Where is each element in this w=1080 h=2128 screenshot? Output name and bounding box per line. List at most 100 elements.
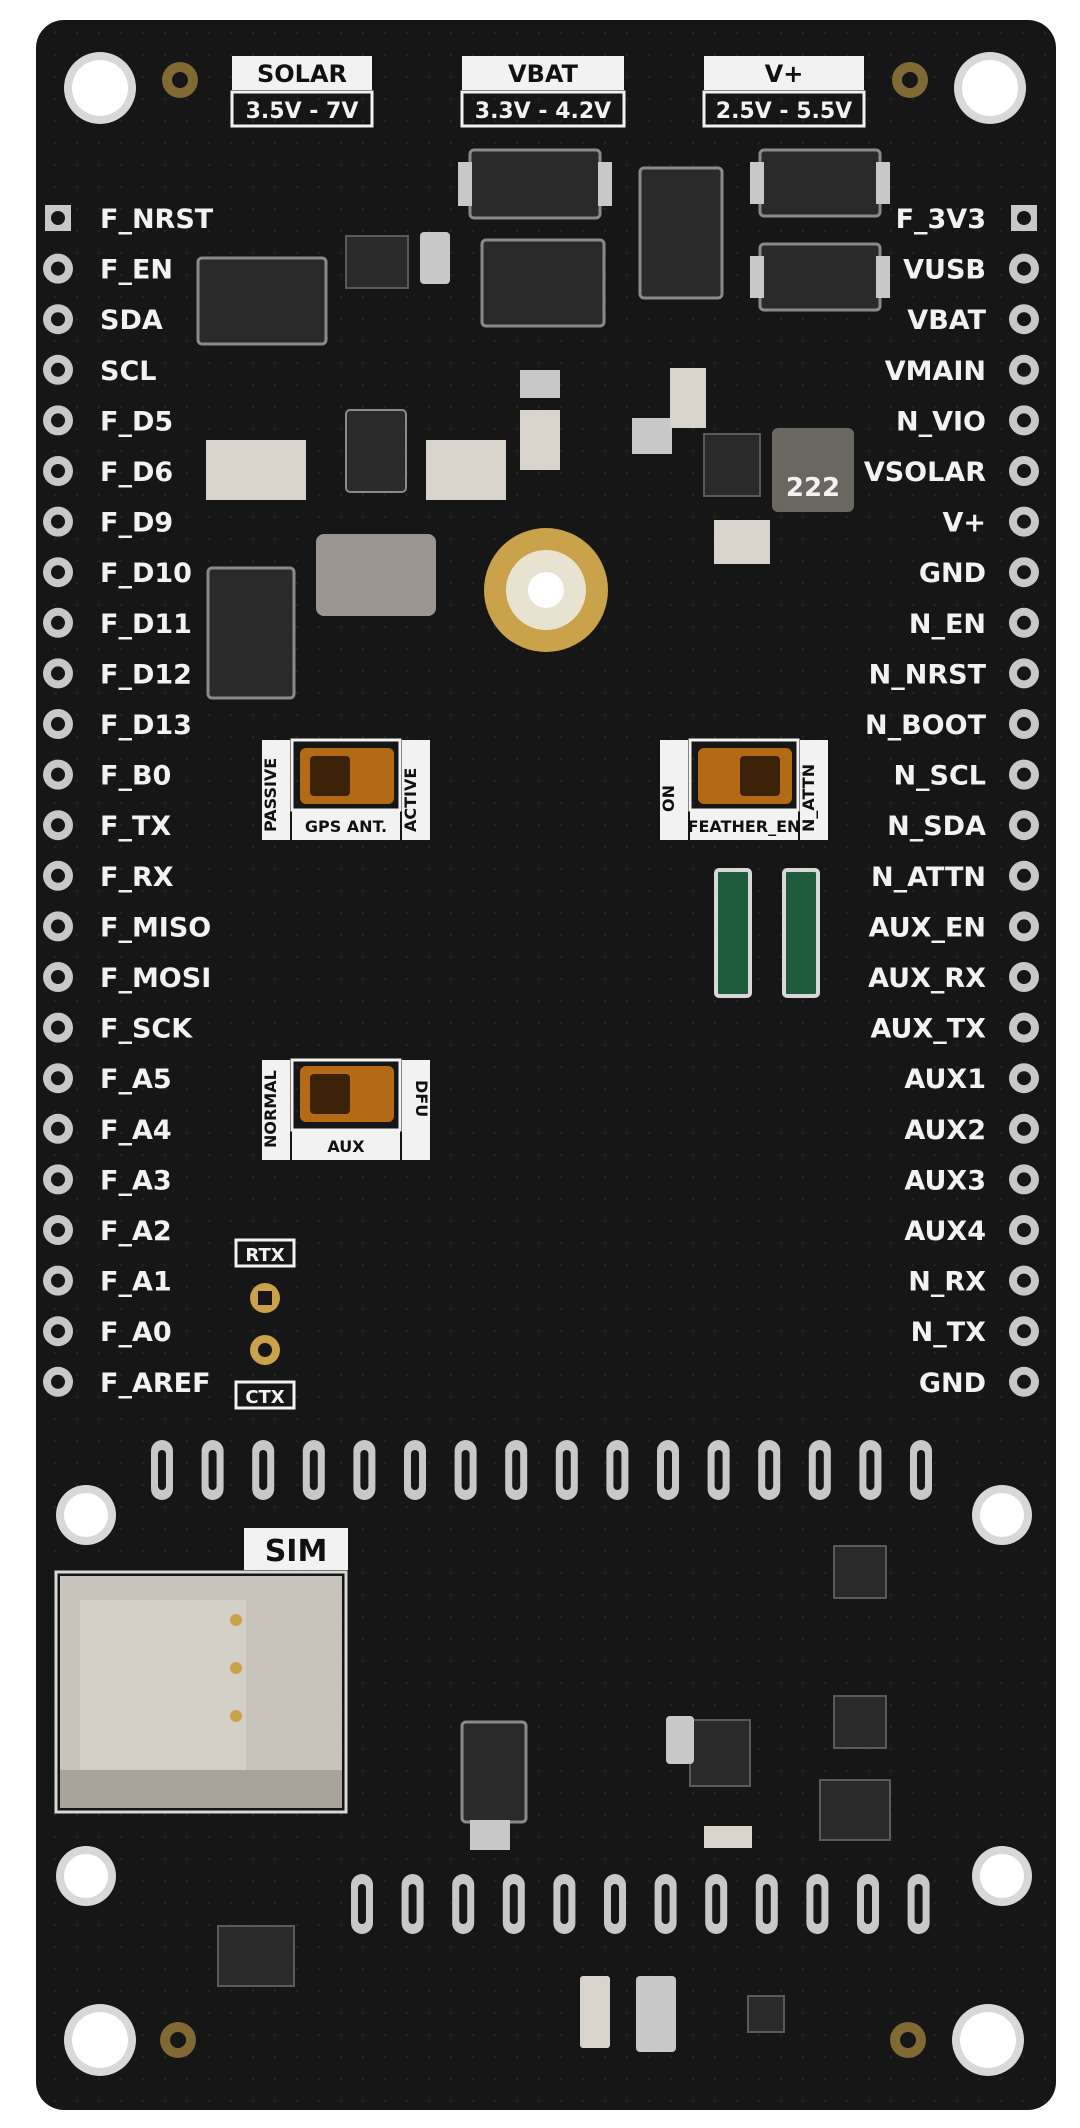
header-pin-left[interactable]: F_MOSI (43, 962, 211, 994)
left-pin-label: F_D6 (100, 457, 173, 488)
header-pin-left[interactable]: F_MISO (43, 911, 211, 943)
header-pin-right[interactable]: AUX2 (904, 1113, 1039, 1146)
modem-pad (553, 1874, 576, 1934)
power-box-vplus: V+ 2.5V - 5.5V (702, 56, 866, 128)
left-pin-label: F_TX (100, 811, 171, 842)
resistor-arrays (714, 868, 820, 998)
header-pin-right[interactable]: N_NRST (869, 658, 1039, 690)
header-pin-right[interactable]: AUX4 (904, 1215, 1039, 1247)
header-pin-right[interactable]: N_BOOT (865, 709, 1039, 741)
header-pin-right[interactable]: AUX_RX (868, 962, 1039, 994)
header-pin-right[interactable]: AUX_EN (869, 911, 1039, 943)
header-pin-left[interactable]: F_AREF (43, 1366, 211, 1399)
switch-left-label: NORMAL (261, 1070, 280, 1148)
modem-pad-row-bottom (351, 1874, 930, 1934)
header-pin-right[interactable]: AUX_TX (870, 1012, 1039, 1045)
header-pin-right[interactable]: V+ (942, 506, 1039, 539)
header-pin-left[interactable]: F_D13 (43, 709, 192, 741)
right-pin-label: AUX1 (904, 1064, 986, 1095)
modem-pad (707, 1440, 730, 1500)
header-pin-left[interactable]: F_A5 (43, 1063, 172, 1095)
right-pin-label: VSOLAR (864, 457, 986, 488)
sim-card-slot[interactable]: SIM (54, 1528, 348, 1814)
left-pin-label: F_MISO (100, 912, 211, 943)
right-pin-label: N_TX (911, 1317, 987, 1348)
header-pin-left[interactable]: F_D6 (43, 456, 173, 488)
left-pin-label: F_NRST (100, 204, 214, 235)
switch-bottom-label: GPS ANT. (305, 817, 387, 836)
right-pin-label: VUSB (903, 255, 986, 286)
left-pin-label: F_A0 (100, 1317, 172, 1348)
left-header: F_NRST F_EN SDA SCL F_D5F_D6F_D9F_D10F_D11F_… (43, 204, 214, 1399)
header-pin-left[interactable]: F_A1 (43, 1265, 172, 1298)
modem-pad (502, 1874, 525, 1934)
left-pin-label: F_EN (100, 255, 173, 286)
header-pin-right[interactable]: VUSB (903, 253, 1039, 286)
switch-feather-enable[interactable]: ON N_ATTN FEATHER_EN (659, 738, 828, 840)
left-pin-label: F_A5 (100, 1064, 172, 1095)
header-pin-right[interactable]: F_3V3 (896, 204, 1037, 235)
mounting-holes (56, 52, 1032, 2076)
header-pin-right[interactable]: GND (919, 1366, 1039, 1399)
right-pin-label: N_SDA (887, 811, 986, 842)
header-pin-left[interactable]: F_EN (43, 253, 173, 286)
left-pin-label: F_D13 (100, 710, 192, 741)
right-pin-label: GND (919, 1368, 986, 1399)
header-pin-left[interactable]: SDA (43, 304, 163, 336)
header-pin-left[interactable]: F_D12 (43, 658, 192, 690)
header-pin-left[interactable]: F_D10 (43, 557, 192, 589)
header-pin-right[interactable]: N_SDA (887, 810, 1039, 842)
power-box-title: SOLAR (257, 60, 347, 88)
header-pin-right[interactable]: N_TX (911, 1316, 1039, 1348)
header-pin-right[interactable]: VSOLAR (864, 456, 1039, 488)
power-box-solar: SOLAR 3.5V - 7V (230, 56, 374, 128)
modem-pad (806, 1874, 829, 1934)
left-pin-label: SCL (100, 356, 156, 387)
right-pin-label: F_3V3 (896, 204, 986, 235)
power-box-range: 3.3V - 4.2V (475, 99, 611, 124)
left-pin-label: F_D12 (100, 659, 192, 690)
header-pin-right[interactable]: GND (919, 557, 1039, 589)
header-pin-left[interactable]: F_B0 (43, 759, 171, 792)
header-pin-right[interactable]: AUX1 (904, 1063, 1039, 1095)
switch-right-label: ACTIVE (401, 768, 420, 832)
header-pin-right[interactable]: N_EN (909, 607, 1039, 640)
header-pin-right[interactable]: VMAIN (885, 354, 1039, 387)
header-pin-left[interactable]: F_A0 (43, 1316, 172, 1348)
header-pin-right[interactable]: VBAT (907, 304, 1039, 336)
right-pin-label: N_VIO (896, 406, 986, 437)
modem-pad (201, 1440, 224, 1500)
modem-pad (859, 1440, 882, 1500)
power-box-range: 3.5V - 7V (246, 99, 359, 124)
header-pin-left[interactable]: SCL (43, 354, 156, 387)
switch-gps-antenna[interactable]: PASSIVE ACTIVE GPS ANT. (261, 738, 430, 840)
header-pin-left[interactable]: F_D11 (43, 607, 192, 640)
header-pin-left[interactable]: F_NRST (45, 204, 214, 235)
header-pin-right[interactable]: AUX3 (904, 1164, 1039, 1196)
left-pin-label: F_AREF (100, 1368, 211, 1399)
header-pin-left[interactable]: F_TX (43, 810, 171, 842)
header-pin-right[interactable]: N_ATTN (871, 860, 1039, 893)
header-pin-left[interactable]: F_A4 (43, 1113, 172, 1146)
header-pin-right[interactable]: N_VIO (896, 405, 1039, 437)
modem-pad (353, 1440, 376, 1500)
header-pin-left[interactable]: F_A2 (43, 1215, 172, 1247)
right-pin-label: AUX_EN (869, 912, 986, 943)
header-pin-right[interactable]: N_RX (908, 1265, 1039, 1298)
left-pin-label: F_RX (100, 862, 174, 893)
center-standoff (484, 528, 608, 652)
header-pin-left[interactable]: F_A3 (43, 1164, 172, 1196)
header-pin-left[interactable]: F_RX (43, 860, 174, 893)
switch-aux[interactable]: NORMAL DFU AUX (261, 1058, 431, 1160)
header-pin-right[interactable]: N_SCL (893, 759, 1039, 792)
inductor-marking: 222 (786, 473, 840, 503)
switch-left-label: ON (659, 785, 678, 812)
header-pin-left[interactable]: F_SCK (43, 1012, 193, 1045)
header-pin-left[interactable]: F_D9 (43, 506, 173, 539)
right-pin-label: N_NRST (869, 659, 987, 690)
modem-pad (252, 1440, 275, 1500)
header-pin-left[interactable]: F_D5 (43, 405, 173, 437)
right-pin-label: N_BOOT (865, 710, 987, 741)
rtx-ctx-jumper[interactable]: RTX CTX (234, 1238, 296, 1410)
